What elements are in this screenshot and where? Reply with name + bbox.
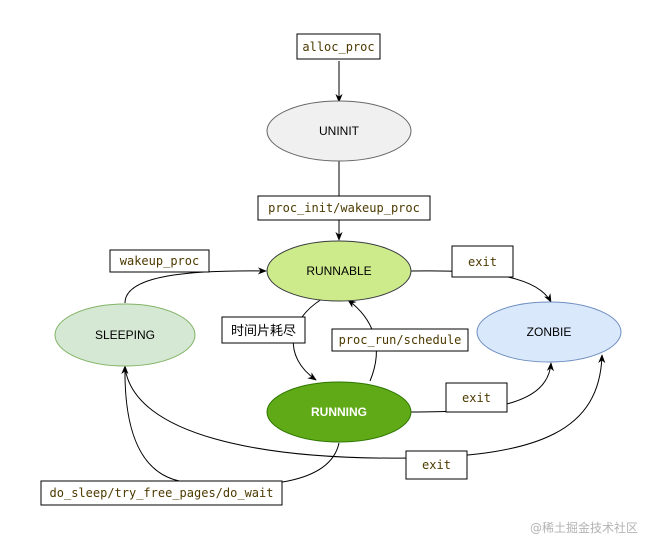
label-exit-running-text: exit <box>462 391 491 405</box>
label-schedule: proc_run/schedule <box>331 328 469 352</box>
label-schedule-text: proc_run/schedule <box>339 333 462 347</box>
state-sleeping-label: SLEEPING <box>95 328 155 342</box>
label-do-sleep-text: do_sleep/try_free_pages/do_wait <box>50 486 274 500</box>
state-running: RUNNING <box>266 381 412 443</box>
state-zonbie: ZONBIE <box>476 301 622 363</box>
label-exit-runnable-text: exit <box>468 255 497 269</box>
label-alloc-proc-text: alloc_proc <box>302 40 374 54</box>
state-runnable: RUNNABLE <box>266 240 412 302</box>
label-alloc-proc: alloc_proc <box>296 33 381 60</box>
state-runnable-label: RUNNABLE <box>306 264 371 278</box>
label-wakeup-proc-text: wakeup_proc <box>120 254 199 268</box>
label-exit-sleeping-text: exit <box>422 458 451 472</box>
label-do-sleep: do_sleep/try_free_pages/do_wait <box>40 480 283 506</box>
label-proc-init: proc_init/wakeup_proc <box>257 195 431 221</box>
label-timeslice-text: 时间片耗尽 <box>231 324 296 339</box>
state-uninit-label: UNINIT <box>319 124 360 138</box>
edge-running-to-zonbie <box>410 362 555 413</box>
state-running-label: RUNNING <box>311 405 367 419</box>
label-exit-running: exit <box>445 382 508 413</box>
label-exit-sleeping: exit <box>405 450 468 480</box>
state-uninit: UNINIT <box>266 100 412 162</box>
state-sleeping: SLEEPING <box>54 303 196 367</box>
label-wakeup-proc: wakeup_proc <box>109 249 210 273</box>
edge-sleeping-to-runnable <box>124 267 267 304</box>
watermark: @稀土掘金技术社区 <box>530 520 638 535</box>
label-timeslice: 时间片耗尽 <box>221 316 306 344</box>
state-zonbie-label: ZONBIE <box>527 325 572 339</box>
label-proc-init-text: proc_init/wakeup_proc <box>268 201 420 215</box>
label-exit-runnable: exit <box>451 245 514 278</box>
